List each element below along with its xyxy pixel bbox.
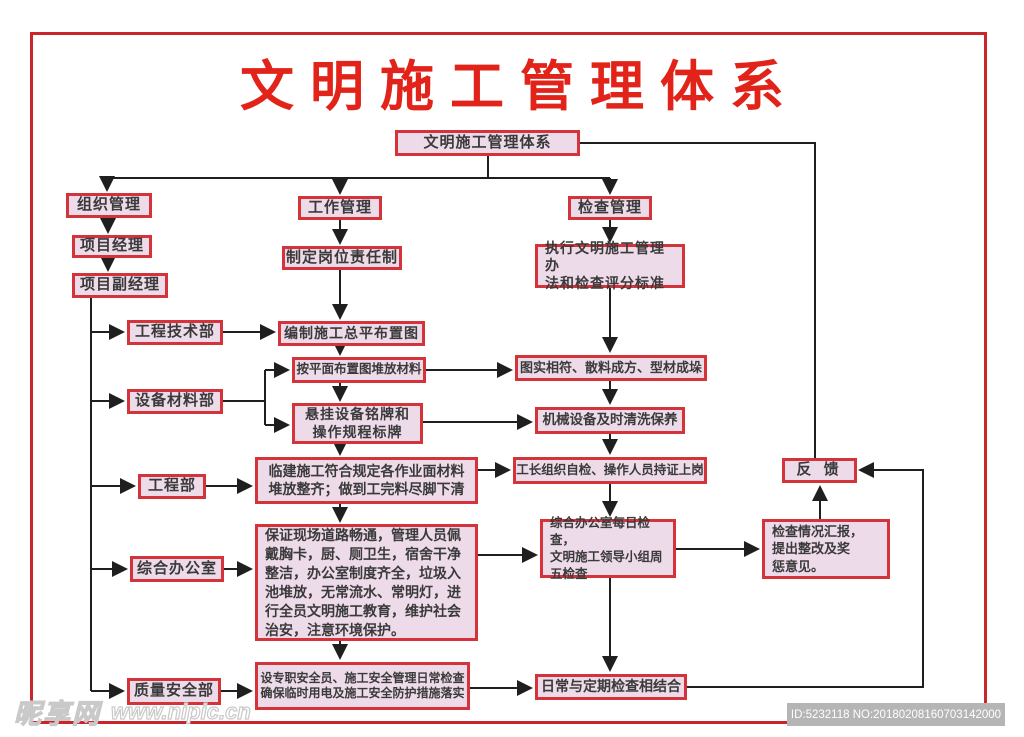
node-office-daily-check: 综合办公室每日检查， 文明施工领导小组周 五检查: [540, 516, 676, 581]
watermark-brand-logo: 昵享网: [13, 698, 101, 729]
node-machine-maintenance: 机械设备及时清洗保养: [535, 407, 685, 434]
node-eng-dept: 工程部: [138, 474, 206, 499]
node-work-mgmt: 工作管理: [298, 196, 382, 220]
node-org-mgmt: 组织管理: [66, 193, 152, 218]
id-stamp: ID:5232118 NO:20180208160703142000: [787, 703, 1005, 726]
watermark-url: www.nipic.cn: [110, 698, 251, 724]
node-eng-tech-dept: 工程技术部: [127, 320, 223, 345]
node-project-manager: 项目经理: [72, 235, 152, 258]
node-inspection-mgmt: 检查管理: [568, 196, 652, 220]
node-temp-construction: 临建施工符合规定各作业面材料 堆放整齐；做到工完料尽脚下清: [255, 457, 478, 504]
node-inspection-report: 检查情况汇报， 提出整改及奖 惩意见。: [762, 519, 890, 579]
node-daily-periodic-check: 日常与定期检查相结合: [535, 674, 687, 700]
node-match-reality: 图实相符、散料成方、型材成垛: [515, 355, 707, 381]
page-title: 文明施工管理体系: [240, 57, 800, 117]
node-safety-officer: 设专职安全员、施工安全管理日常检查 确保临时用电及施工安全防护措施落实: [255, 662, 470, 710]
node-quality-safety-dept: 质量安全部: [127, 678, 221, 705]
node-feedback: 反 馈: [782, 458, 857, 483]
node-site-upkeep: 保证现场道路畅通，管理人员佩 戴胸卡，厨、厕卫生，宿舍干净 整洁，办公室制度齐全…: [255, 524, 478, 641]
node-post-responsibility: 制定岗位责任制: [282, 246, 402, 270]
node-compile-site-plan: 编制施工总平布置图: [278, 321, 425, 346]
node-stack-by-plan: 按平面布置图堆放材料: [292, 357, 426, 383]
watermark: 昵享网 www.nipic.cn: [13, 692, 251, 731]
node-equip-material-dept: 设备材料部: [127, 389, 223, 414]
node-exec-standards: 执行文明施工管理办 法和检查评分标准: [535, 240, 685, 291]
node-deputy-project-manager: 项目副经理: [72, 273, 168, 298]
node-foreman-self-check: 工长组织自检、操作人员持证上岗: [513, 457, 707, 484]
node-root: 文明施工管理体系: [395, 130, 580, 156]
node-hang-nameplates: 悬挂设备铭牌和 操作规程标牌: [292, 403, 423, 444]
node-general-office: 综合办公室: [130, 556, 224, 582]
